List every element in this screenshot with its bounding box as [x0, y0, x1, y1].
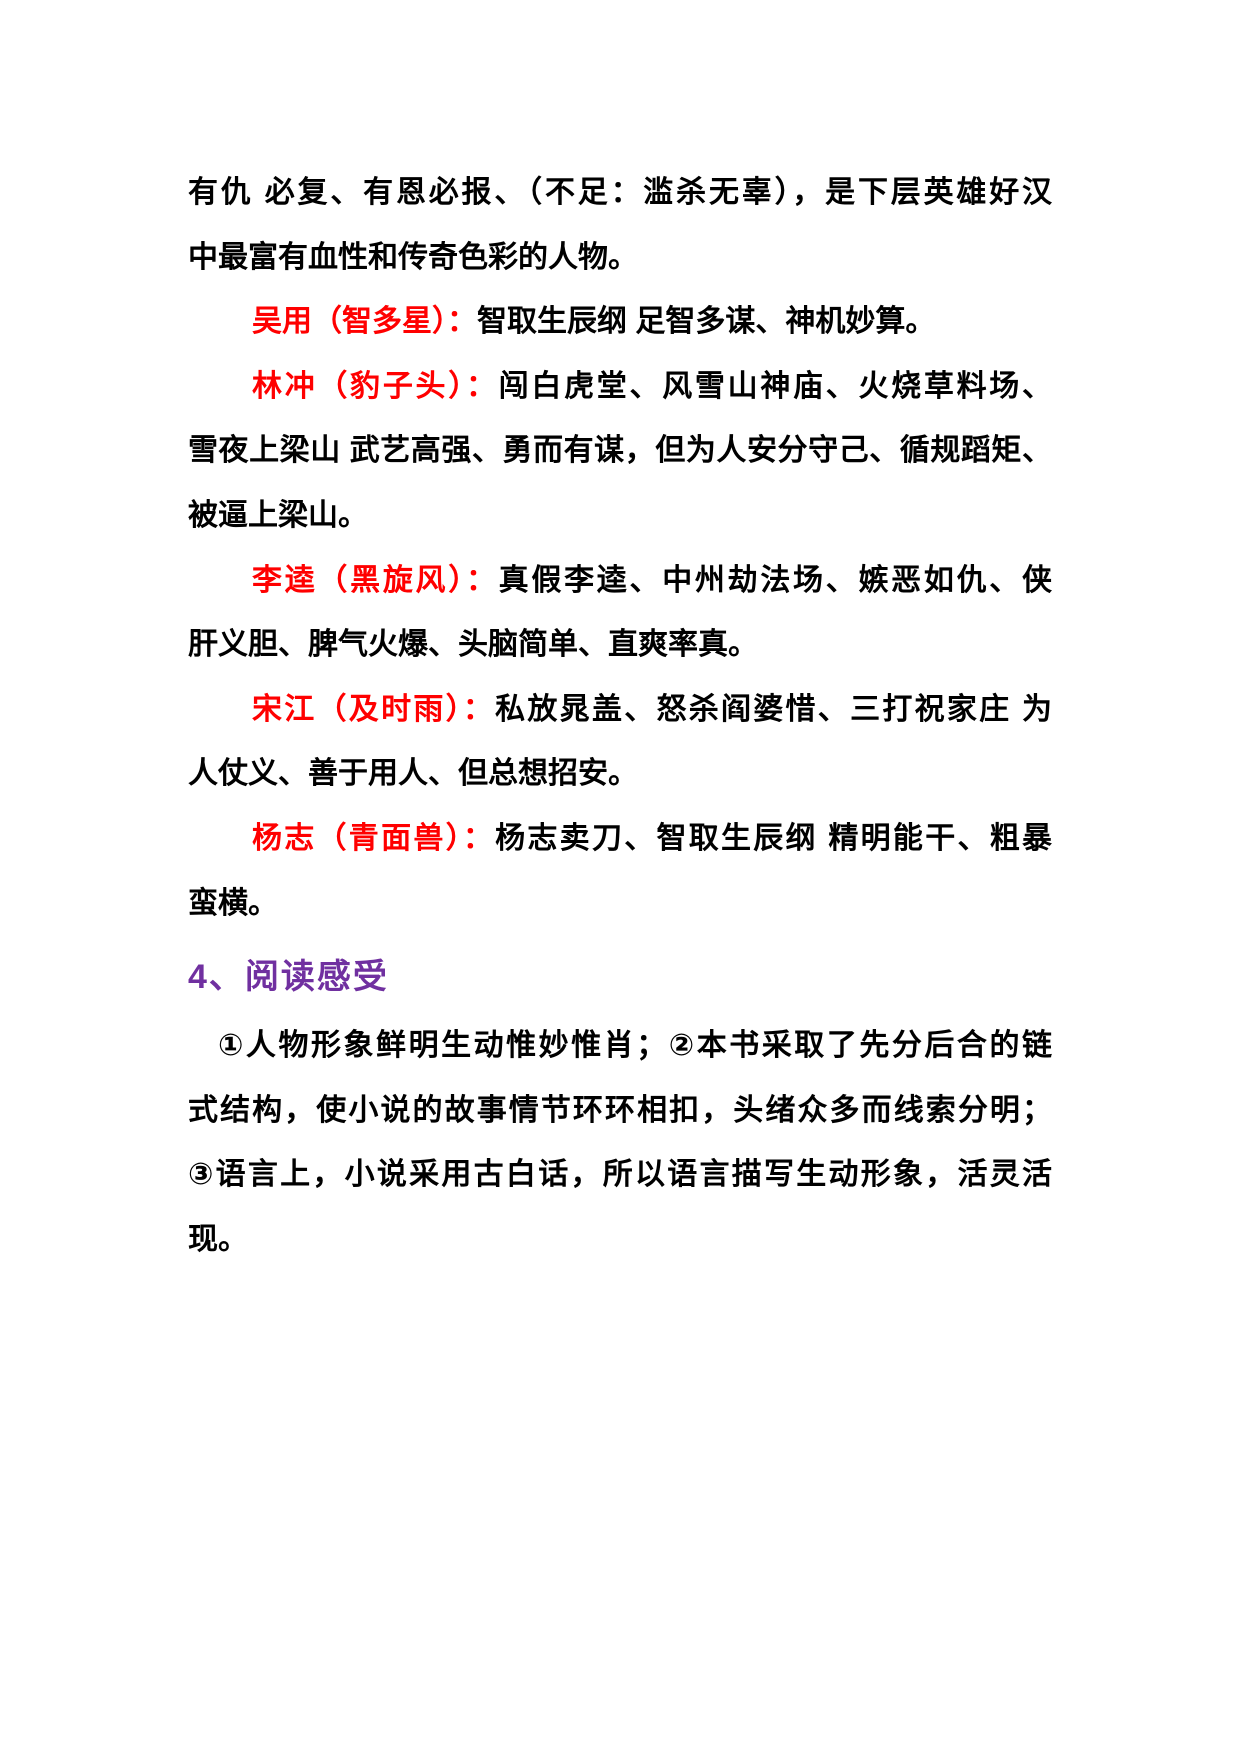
character-name-red: 李逵（黑旋风）： — [252, 563, 499, 597]
body-line: 中最富有血性和传奇色彩的人物。 — [188, 240, 638, 274]
character-desc: 杨志卖刀、智取生辰纲 精明能干、粗暴 — [495, 821, 1053, 855]
body-line: 人仗义、善于用人、但总想招安。 — [188, 757, 638, 791]
reading-note-line: ①人物形象鲜明生动惟妙惟肖；②本书采取了先分后合的链 — [218, 1029, 1052, 1063]
document-body: 有仇 必复、有恩必报、（不足：滥杀无辜），是下层英雄好汉 中最富有血性和传奇色彩… — [188, 161, 1052, 1273]
character-name-red: 林冲（豹子头）： — [252, 369, 499, 403]
character-entry-line: 林冲（豹子头）：闯白虎堂、风雪山神庙、火烧草料场、 — [188, 355, 1052, 420]
character-entry-line: 宋江（及时雨）：私放晁盖、怒杀阎婆惜、三打祝家庄 为 — [188, 678, 1052, 743]
character-entry-line: 杨志（青面兽）：杨志卖刀、智取生辰纲 精明能干、粗暴 — [188, 807, 1052, 872]
body-line: 雪夜上梁山 武艺高强、勇而有谋，但为人安分守己、循规蹈矩、 — [188, 434, 1052, 468]
character-desc: 真假李逵、中州劫法场、嫉恶如仇、侠 — [498, 563, 1053, 597]
character-name-red: 宋江（及时雨）： — [252, 692, 496, 726]
body-line: 有仇 必复、有恩必报、（不足：滥杀无辜），是下层英雄好汉 — [188, 176, 1052, 209]
character-entry-line: 李逵（黑旋风）：真假李逵、中州劫法场、嫉恶如仇、侠 — [188, 549, 1052, 614]
reading-note-line: 式结构，使小说的故事情节环环相扣，头绪众多而线索分明； — [188, 1093, 1052, 1127]
reading-note-line: 现。 — [188, 1222, 248, 1256]
body-line: 被逼上梁山。 — [188, 498, 368, 532]
character-name-red: 杨志（青面兽）： — [252, 821, 496, 855]
body-line: 肝义胆、脾气火爆、头脑简单、直爽率真。 — [188, 628, 758, 662]
reading-note-line: ③语言上，小说采用古白话，所以语言描写生动形象，活灵活 — [188, 1158, 1052, 1192]
section-heading-reading-impressions: 4、阅读感受 — [188, 958, 389, 997]
body-line: 蛮横。 — [188, 886, 278, 920]
character-name-red: 吴用（智多星）： — [252, 305, 477, 339]
character-desc: 闯白虎堂、风雪山神庙、火烧草料场、 — [498, 369, 1053, 403]
character-desc: 智取生辰纲 足智多谋、神机妙算。 — [477, 305, 936, 339]
character-desc: 私放晁盖、怒杀阎婆惜、三打祝家庄 为 — [495, 692, 1053, 726]
character-entry-line: 吴用（智多星）：智取生辰纲 足智多谋、神机妙算。 — [188, 290, 1052, 355]
